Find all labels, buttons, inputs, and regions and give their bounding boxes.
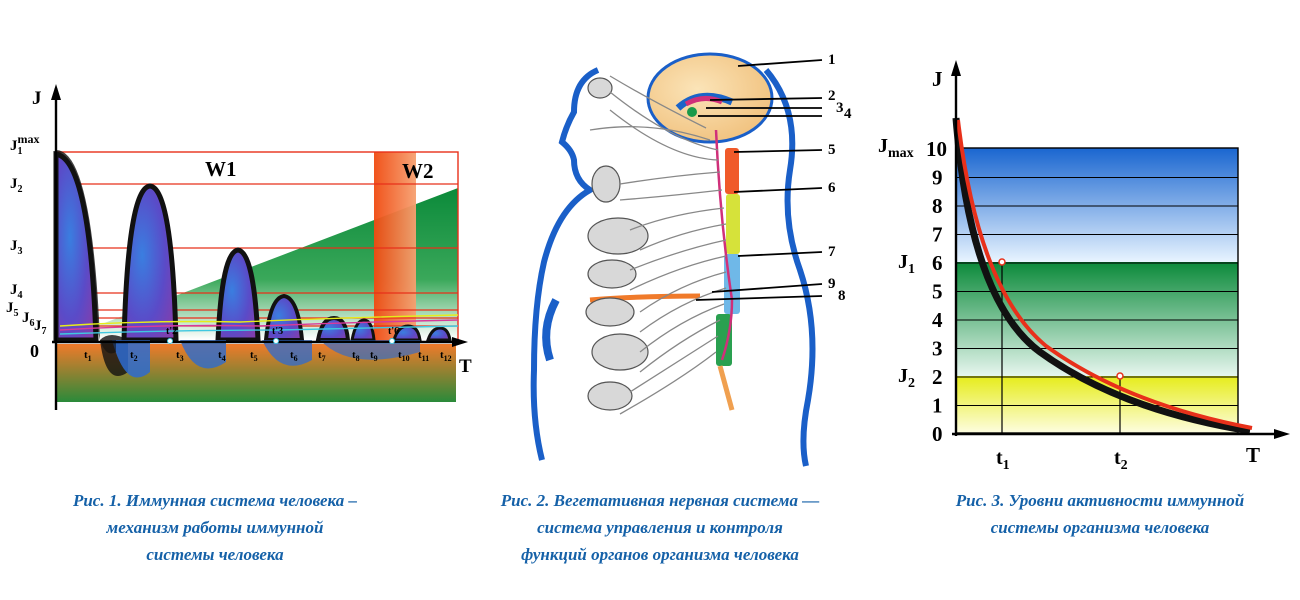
fig3-x-tick-t1: t1 bbox=[996, 447, 1010, 473]
fig2-callout-1: 1 bbox=[828, 52, 836, 68]
fig1-level-J6: J6 bbox=[22, 310, 35, 329]
fig1-time-t5: t5 bbox=[250, 349, 258, 363]
fig3-y-tick-0: 0 bbox=[932, 422, 943, 446]
fig1-time-t9: t9 bbox=[370, 349, 378, 363]
fig2-illustration: 1 2 3 4 5 6 7 9 8 bbox=[530, 52, 852, 467]
fig1-lobes bbox=[53, 150, 452, 378]
fig1-time-t12: t12 bbox=[440, 349, 452, 363]
fig3-y-tick-4: 4 bbox=[932, 308, 943, 332]
fig1-time-t3: t3 bbox=[176, 349, 184, 363]
fig1-upper-dot-1 bbox=[273, 338, 279, 344]
fig2-callout-6: 6 bbox=[828, 180, 836, 196]
figure-3: J T Jmax J1 J2 0 1 2 3 4 5 6 7 8 9 10 t1 t2 Рис. 3… bbox=[878, 0, 1300, 600]
fig2-arm bbox=[542, 298, 560, 362]
fig1-level-J2: J2 bbox=[10, 176, 23, 195]
fig2-organs bbox=[585, 77, 649, 411]
fig3-y-ticks: 0 1 2 3 4 5 6 7 8 9 10 bbox=[926, 137, 947, 446]
fig1-origin: 0 bbox=[30, 341, 39, 361]
fig3-point-t1 bbox=[998, 258, 1006, 266]
fig1-upper-dot-0 bbox=[167, 338, 173, 344]
fig3-y-tick-6: 6 bbox=[932, 251, 943, 275]
fig3-y-tick-7: 7 bbox=[932, 223, 943, 247]
fig2-callout-labels: 1 2 3 4 5 6 7 9 8 bbox=[828, 52, 852, 304]
fig1-y-label: J bbox=[32, 88, 42, 109]
fig3-caption: Рис. 3. Уровни активности иммунной систе… bbox=[955, 491, 1245, 537]
fig3-curve-black bbox=[952, 117, 1251, 435]
fig2-callout-7: 7 bbox=[828, 244, 836, 260]
fig2-pituitary bbox=[687, 107, 697, 117]
fig3-y-tick-10: 10 bbox=[926, 137, 947, 161]
fig3-j1: J1 bbox=[898, 251, 915, 277]
fig3-point-t2 bbox=[1116, 372, 1124, 380]
fig2-hypothalamus bbox=[684, 96, 724, 107]
fig1-level-J4: J4 bbox=[10, 282, 23, 301]
fig3-y-tick-9: 9 bbox=[932, 166, 943, 190]
fig2-body-outline-front bbox=[530, 67, 600, 461]
fig1-x-label: T bbox=[459, 356, 472, 377]
fig3-chart: J T Jmax J1 J2 0 1 2 3 4 5 6 7 8 9 10 t1 t2 bbox=[878, 60, 1290, 473]
fig2-callout-lines bbox=[695, 59, 823, 301]
fig3-y-arrow bbox=[951, 60, 961, 76]
fig1-upper-time-1: t'3 bbox=[272, 326, 283, 337]
fig1-y-arrow bbox=[51, 84, 61, 100]
fig3-y-tick-8: 8 bbox=[932, 194, 943, 218]
fig1-traces bbox=[59, 314, 459, 335]
fig3-y-label: J bbox=[932, 67, 943, 91]
fig1-level-J7: J7 bbox=[34, 318, 47, 337]
fig1-x-arrow bbox=[452, 337, 468, 347]
fig3-y-tick-2: 2 bbox=[932, 365, 943, 389]
fig1-upper-dot-2 bbox=[389, 338, 395, 344]
fig2-caption: Рис. 2. Вегетативная нервная система — с… bbox=[500, 491, 820, 564]
fig1-time-t4: t4 bbox=[218, 349, 226, 363]
fig1-time-t1: t1 bbox=[84, 349, 92, 363]
fig1-zone-w1: W1 bbox=[205, 157, 237, 181]
fig3-band-mid bbox=[956, 262, 1238, 376]
fig3-curve-red bbox=[956, 119, 1253, 430]
fig2-callout-4: 4 bbox=[844, 106, 852, 122]
fig1-time-marks: t1 t2 t3 t4 t5 t6 t7 t8 t9 t10 t11 t12 t'2 t'3 t'6 bbox=[84, 326, 452, 363]
fig1-zone-w2: W2 bbox=[402, 159, 434, 183]
fig3-y-tick-1: 1 bbox=[932, 394, 943, 418]
fig1-upper-time-2: t'6 bbox=[388, 326, 399, 337]
fig3-x-label: T bbox=[1246, 443, 1260, 467]
fig1-time-t10: t10 bbox=[398, 349, 410, 363]
fig1-level-J3: J3 bbox=[10, 238, 23, 257]
fig1-upper-time-0: t'2 bbox=[166, 326, 177, 337]
fig2-callout-8: 8 bbox=[838, 288, 846, 304]
fig1-time-t11: t11 bbox=[418, 349, 429, 363]
fig3-band-high bbox=[956, 148, 1238, 262]
fig3-j2: J2 bbox=[898, 365, 915, 391]
figure-2: 1 2 3 4 5 6 7 9 8 Рис. 2. Вегетативная н… bbox=[470, 0, 890, 600]
fig3-y-tick-3: 3 bbox=[932, 337, 943, 361]
fig2-callout-3: 3 bbox=[836, 100, 844, 116]
fig2-callout-2: 2 bbox=[828, 88, 836, 104]
fig3-x-arrow bbox=[1274, 429, 1290, 439]
fig3-y-tick-5: 5 bbox=[932, 280, 943, 304]
fig1-time-t8: t8 bbox=[352, 349, 360, 363]
fig3-jmax: Jmax bbox=[878, 135, 914, 161]
fig2-callout-5: 5 bbox=[828, 142, 836, 158]
fig1-caption: Рис. 1. Иммунная система человека – меха… bbox=[72, 491, 358, 564]
fig3-x-tick-t2: t2 bbox=[1114, 447, 1128, 473]
fig2-body-outline-back bbox=[763, 68, 816, 467]
fig1-time-t2: t2 bbox=[130, 349, 138, 363]
fig1-time-t6: t6 bbox=[290, 349, 298, 363]
fig2-callout-9: 9 bbox=[828, 276, 836, 292]
fig1-level-J5: J5 bbox=[6, 300, 19, 319]
fig1-time-t7: t7 bbox=[318, 349, 326, 363]
